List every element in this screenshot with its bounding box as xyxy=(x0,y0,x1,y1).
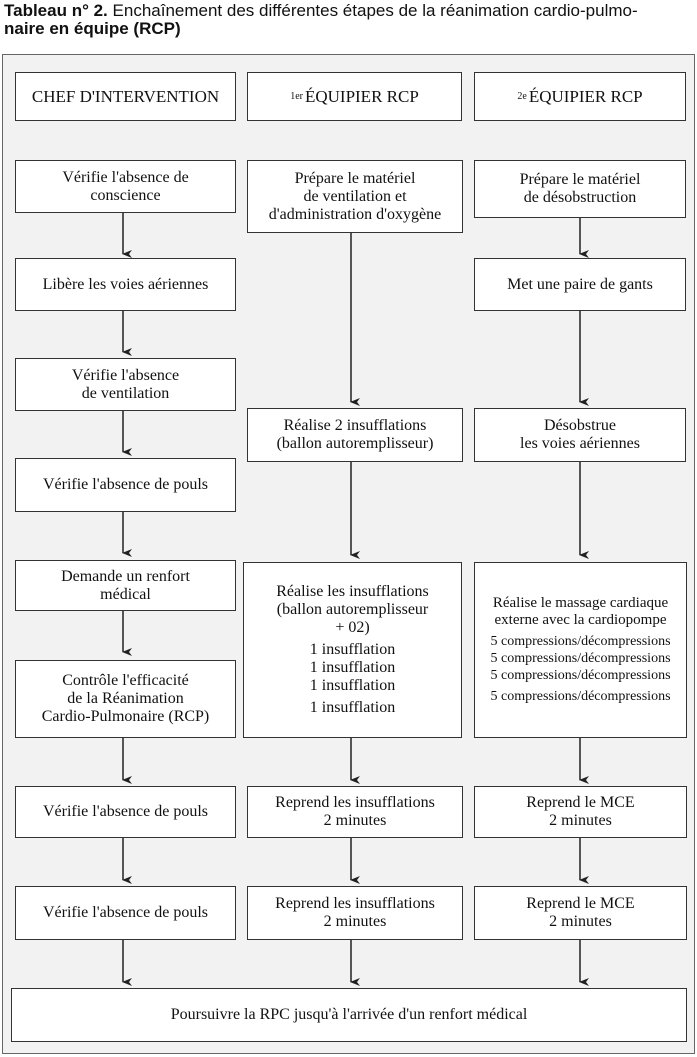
chef-step-3: Vérifie l'absence de ventilation xyxy=(15,358,236,411)
chef-step-1: Vérifie l'absence de conscience xyxy=(15,160,236,213)
header-chef-intervention: CHEF D'INTERVENTION xyxy=(15,72,236,121)
equipier1-step-2: Réalise 2 insufflations (ballon autoremp… xyxy=(247,408,463,462)
equipier2-step-5-line-2: 2 minutes xyxy=(549,812,612,829)
equipier1-insufflation-2: 1 insufflation xyxy=(309,659,396,676)
equipier1-step-5-line-2: 2 minutes xyxy=(323,913,387,930)
chef-step-5-line-1: Demande un renfort xyxy=(61,567,190,585)
equipier2-step-1-line-1: Prépare le matériel xyxy=(519,171,641,188)
chef-step-8-line-1: Vérifie l'absence de pouls xyxy=(42,904,209,921)
equipier2-compression-2: 5 compressions/décompressions xyxy=(490,651,671,666)
chef-step-6: Contrôle l'efficacité de la Réanimation … xyxy=(15,660,236,738)
equipier2-step-6-line-2: 2 minutes xyxy=(549,913,612,930)
equipier1-step-5-line-1: Reprend les insufflations xyxy=(275,895,435,912)
equipier1-step-4-line-1: Reprend les insufflations xyxy=(275,794,435,811)
chef-step-2: Libère les voies aériennes xyxy=(15,258,236,311)
equipier2-step-6-line-1: Reprend le MCE xyxy=(526,895,635,912)
equipier1-step-1-line-2: de ventilation et xyxy=(303,187,407,205)
chef-step-3-line-2: de ventilation xyxy=(81,384,170,402)
equipier1-insufflation-1: 1 insufflation xyxy=(309,641,396,658)
chef-step-6-line-1: Contrôle l'efficacité xyxy=(62,672,189,689)
chef-step-5-line-2: médical xyxy=(100,585,151,603)
chef-step-7: Vérifie l'absence de pouls xyxy=(15,786,236,838)
header-col2-sup: 1er xyxy=(290,90,303,102)
equipier2-step-2-line-1: Met une paire de gants xyxy=(507,275,653,293)
equipier2-compression-1: 5 compressions/décompressions xyxy=(490,634,671,649)
equipier1-step-5: Reprend les insufflations 2 minutes xyxy=(247,886,463,940)
equipier1-step-3-line-3: + 02) xyxy=(335,619,370,636)
footer-box: Poursuivre la RPC jusqu'à l'arrivée d'un… xyxy=(11,988,687,1042)
equipier1-step-4-line-2: 2 minutes xyxy=(323,812,387,829)
chef-step-4: Vérifie l'absence de pouls xyxy=(15,458,236,512)
equipier2-step-4: Réalise le massage cardiaque externe ave… xyxy=(474,562,687,738)
chef-step-5: Demande un renfort médical xyxy=(15,560,236,611)
equipier1-step-3-line-1: Réalise les insufflations xyxy=(276,583,429,600)
equipier2-step-4-line-1: Réalise le massage cardiaque xyxy=(492,595,669,611)
equipier1-step-3: Réalise les insufflations (ballon autore… xyxy=(243,562,462,738)
chef-step-6-line-2: de la Réanimation xyxy=(67,690,184,707)
equipier1-step-2-line-1: Réalise 2 insufflations xyxy=(283,417,427,434)
table-title: Tableau n° 2. Enchaînement des différent… xyxy=(4,2,696,38)
header-col3-sup: 2e xyxy=(517,90,527,102)
header-col1-label: CHEF D'INTERVENTION xyxy=(31,86,220,106)
table-caption-cont: naire en équipe (RCP) xyxy=(4,19,181,38)
equipier2-step-5: Reprend le MCE 2 minutes xyxy=(474,786,687,838)
equipier2-compression-3: 5 compressions/décompressions xyxy=(490,668,671,683)
chef-step-6-line-3: Cardio-Pulmonaire (RCP) xyxy=(41,708,210,725)
equipier2-step-2: Met une paire de gants xyxy=(474,258,686,311)
equipier2-compression-4: 5 compressions/décompressions xyxy=(490,689,671,704)
equipier2-step-6: Reprend le MCE 2 minutes xyxy=(474,886,687,940)
equipier1-insufflation-3: 1 insufflation xyxy=(309,677,396,694)
chef-step-3-line-1: Vérifie l'absence xyxy=(71,366,180,384)
chef-step-2-line-1: Libère les voies aériennes xyxy=(42,275,209,293)
equipier1-step-1-line-1: Prépare le matériel xyxy=(294,169,416,187)
equipier1-step-3-line-2: (ballon autoremplisseur xyxy=(276,601,429,618)
equipier1-step-2-line-2: (ballon autoremplisseur) xyxy=(276,435,434,452)
equipier2-step-1: Prépare le matériel de désobstruction xyxy=(474,160,686,218)
table-label: Tableau n° 2. xyxy=(4,1,108,20)
equipier2-step-3-line-1: Désobstrue xyxy=(544,417,616,434)
equipier2-step-1-line-2: de désobstruction xyxy=(523,189,637,206)
chef-step-7-line-1: Vérifie l'absence de pouls xyxy=(42,803,209,820)
footer-text: Poursuivre la RPC jusqu'à l'arrivée d'un… xyxy=(170,1006,528,1023)
equipier2-step-3-line-2: les voies aériennes xyxy=(520,435,640,452)
header-col2-label: ÉQUIPIER RCP xyxy=(304,86,419,106)
chef-step-1-line-1: Vérifie l'absence de xyxy=(62,168,189,186)
equipier1-step-1: Prépare le matériel de ventilation et d'… xyxy=(247,160,463,233)
chef-step-1-line-2: conscience xyxy=(90,186,161,204)
equipier2-step-3: Désobstrue les voies aériennes xyxy=(474,408,686,462)
equipier1-step-4: Reprend les insufflations 2 minutes xyxy=(247,786,463,838)
equipier1-insufflation-4: 1 insufflation xyxy=(309,699,396,716)
table-caption: Enchaînement des différentes étapes de l… xyxy=(112,1,638,20)
equipier2-step-4-line-2: externe avec la cardiopompe xyxy=(494,612,667,628)
equipier1-step-1-line-3: d'administration d'oxygène xyxy=(268,205,442,223)
chef-step-4-line-1: Vérifie l'absence de pouls xyxy=(42,476,209,493)
header-col3-label: ÉQUIPIER RCP xyxy=(528,86,643,106)
equipier2-step-5-line-1: Reprend le MCE xyxy=(526,794,635,811)
chef-step-8: Vérifie l'absence de pouls xyxy=(15,886,236,940)
